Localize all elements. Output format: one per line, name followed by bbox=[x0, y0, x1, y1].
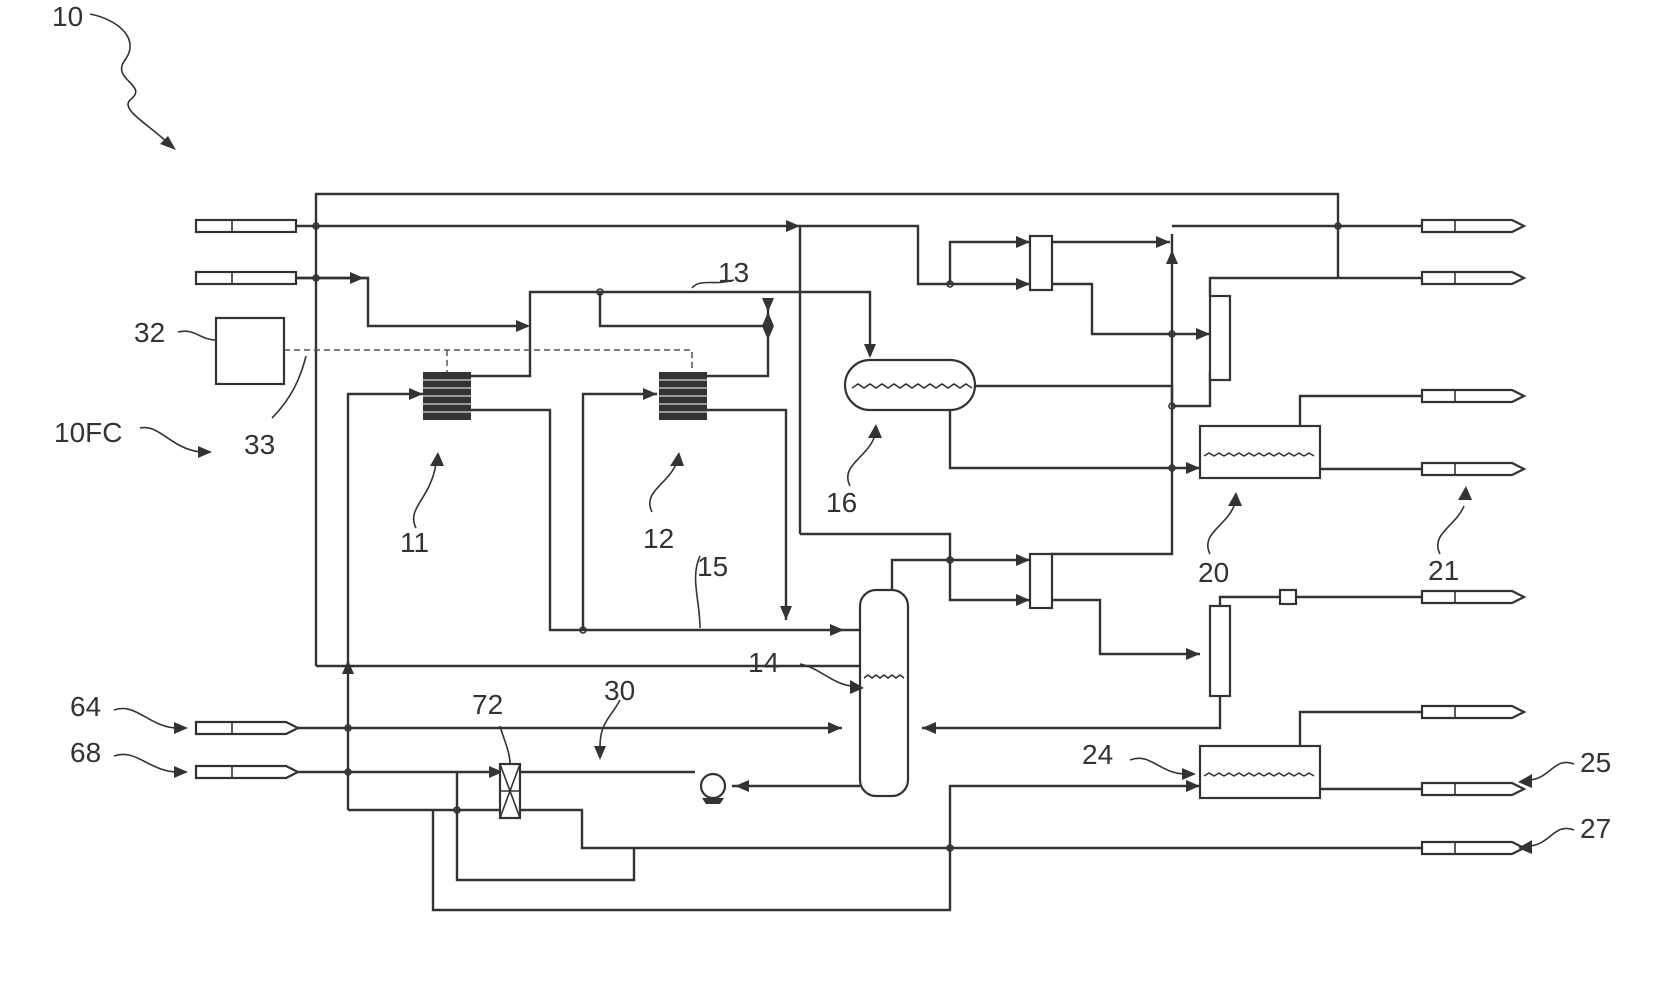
unit-72 bbox=[500, 764, 520, 818]
separator-lower bbox=[1030, 554, 1052, 608]
tall-vessel-upper bbox=[1210, 296, 1230, 380]
signal-line-33 bbox=[284, 350, 692, 374]
label-vessel-16: 16 bbox=[826, 487, 857, 518]
label-column-14: 14 bbox=[748, 647, 779, 678]
label-reactor-12: 12 bbox=[643, 523, 674, 554]
label-signal-33: 33 bbox=[244, 429, 275, 460]
label-outlet-21: 21 bbox=[1428, 555, 1459, 586]
controller-32 bbox=[216, 318, 284, 384]
reference-numerals: 10 32 10FC 33 11 12 13 15 16 14 20 21 64… bbox=[52, 1, 1611, 844]
line-junctions bbox=[313, 223, 1341, 851]
piping bbox=[296, 194, 1422, 910]
label-feed-64: 64 bbox=[70, 691, 101, 722]
vessel-16 bbox=[845, 360, 975, 410]
outlet-stub-25 bbox=[1422, 783, 1524, 795]
separator-upper bbox=[1030, 236, 1052, 290]
figure-leader bbox=[90, 14, 170, 145]
inlet-stub-68 bbox=[196, 766, 298, 778]
label-stream-13: 13 bbox=[718, 257, 749, 288]
exchanger-24 bbox=[1200, 746, 1320, 798]
inlet-stub-top-1 bbox=[196, 220, 296, 232]
label-exchanger-20: 20 bbox=[1198, 557, 1229, 588]
label-fc: 10FC bbox=[54, 417, 122, 448]
label-leaders bbox=[114, 280, 1574, 854]
small-device bbox=[1280, 590, 1296, 604]
outlet-stub-1 bbox=[1422, 220, 1524, 232]
label-controller-32: 32 bbox=[134, 317, 165, 348]
outlet-stub-27 bbox=[1422, 842, 1524, 854]
column-14 bbox=[860, 590, 908, 796]
label-stream-15: 15 bbox=[697, 551, 728, 582]
inlet-stub-top-2 bbox=[196, 272, 296, 284]
reactor-12 bbox=[659, 372, 707, 420]
outlet-stub-2 bbox=[1422, 272, 1524, 284]
label-outlet-25: 25 bbox=[1580, 747, 1611, 778]
pump bbox=[701, 774, 725, 804]
label-reactor-11: 11 bbox=[400, 527, 429, 558]
inlet-stub-64 bbox=[196, 722, 298, 734]
exchanger-20 bbox=[1200, 426, 1320, 478]
tall-vessel-lower bbox=[1210, 606, 1230, 696]
outlet-stub-5 bbox=[1422, 591, 1524, 603]
label-feed-68: 68 bbox=[70, 737, 101, 768]
label-exchanger-24: 24 bbox=[1082, 739, 1113, 770]
label-unit-72: 72 bbox=[472, 689, 503, 720]
reactor-11 bbox=[423, 372, 471, 420]
label-outlet-27: 27 bbox=[1580, 813, 1611, 844]
outlet-stub-21 bbox=[1422, 463, 1524, 475]
outlet-stub-3 bbox=[1422, 390, 1524, 402]
label-fig: 10 bbox=[52, 1, 83, 32]
label-stream-30: 30 bbox=[604, 675, 635, 706]
outlet-stub-6 bbox=[1422, 706, 1524, 718]
